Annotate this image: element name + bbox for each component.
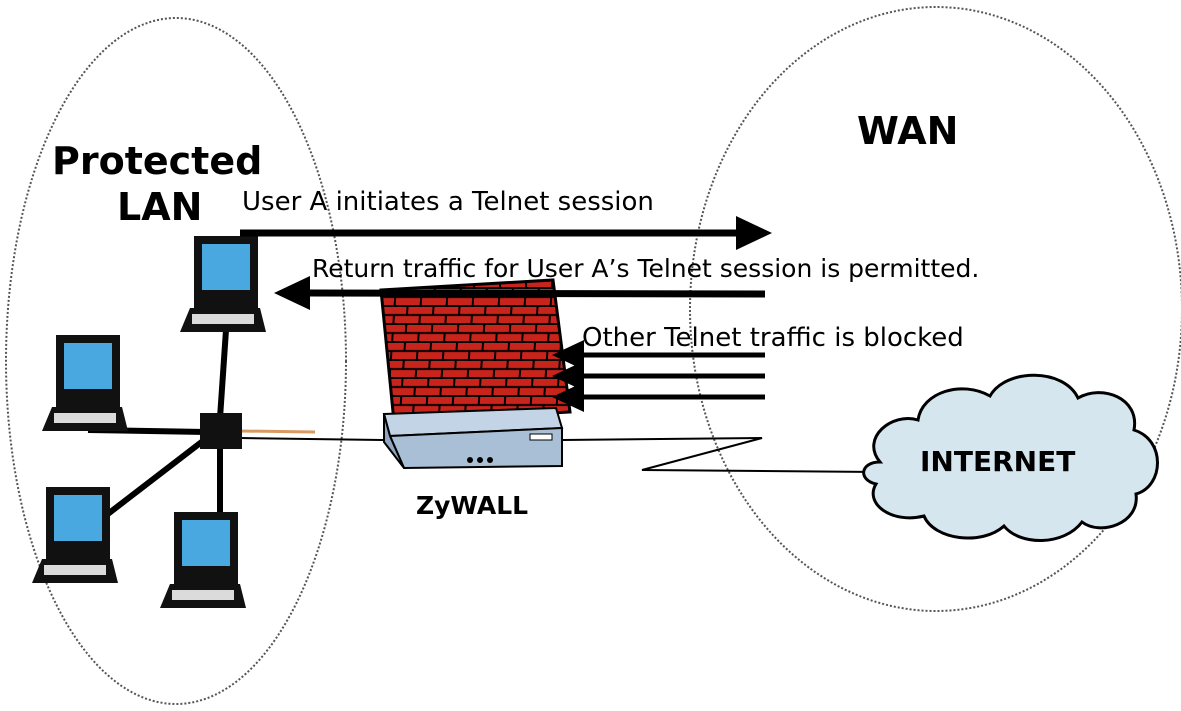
wan-region-label: WAN: [857, 109, 959, 153]
internet-cloud: [862, 373, 1159, 542]
lan-hub: [200, 413, 242, 449]
computer-2: [42, 335, 128, 431]
return-traffic-arrow: [274, 276, 766, 310]
lan-region-label-line1: Protected: [52, 139, 263, 183]
zywall-label: ZyWALL: [416, 491, 529, 520]
lan-region-label-line2: LAN: [117, 185, 203, 229]
blocked-traffic-arrows: [552, 340, 765, 412]
firewall-brick-wall: [379, 278, 572, 424]
computer-4: [160, 512, 246, 608]
return-traffic-label: Return traffic for User A’s Telnet sessi…: [312, 254, 980, 283]
hub-to-zywall-cable: [239, 437, 386, 441]
internet-label: INTERNET: [920, 445, 1076, 478]
computer-3: [32, 487, 118, 583]
hub-accent-line: [239, 429, 316, 434]
wan-link: [561, 437, 879, 473]
blocked-traffic-label: Other Telnet traffic is blocked: [582, 323, 964, 353]
initiate-session-arrow: [240, 216, 772, 250]
computer-user-a: [180, 236, 266, 332]
zywall-device: [382, 406, 564, 470]
initiate-session-label: User A initiates a Telnet session: [242, 187, 654, 217]
lan-region-boundary: [5, 17, 347, 705]
